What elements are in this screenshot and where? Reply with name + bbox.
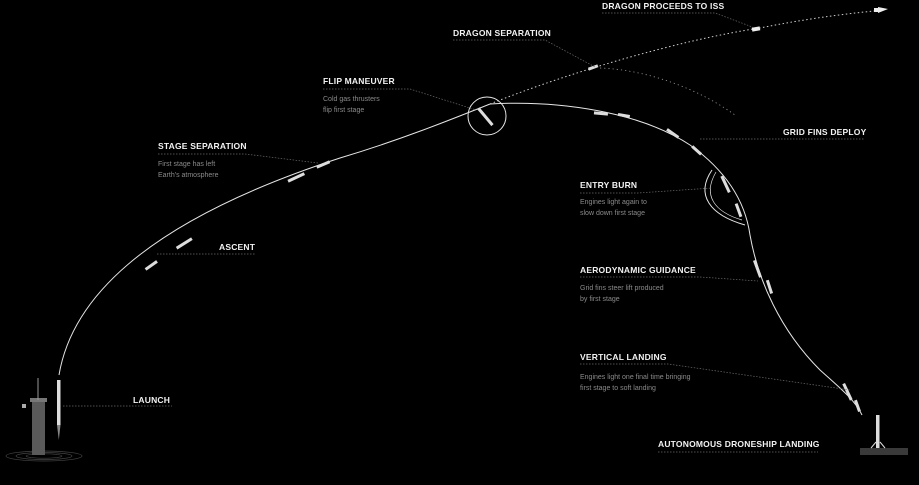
label-flip-maneuver: FLIP MANEUVER — [323, 76, 395, 86]
label-dragon-proceeds-to-iss: DRAGON PROCEEDS TO ISS — [602, 1, 725, 11]
desc-flip-maneuver: Cold gas thrusters flip first stage — [323, 96, 380, 114]
flip-maneuver-circle — [467, 96, 507, 136]
ascent-trajectory — [58, 103, 491, 376]
desc-aerodynamic-guidance: Grid fins steer lift produced by first s… — [580, 285, 664, 303]
entry-burn-loop — [704, 169, 746, 226]
rocket-on-pad — [57, 380, 61, 440]
droneship — [860, 415, 908, 455]
dragon-capsule-icons — [751, 7, 888, 32]
label-grid-fins-deploy: GRID FINS DEPLOY — [783, 127, 867, 137]
label-entry-burn: ENTRY BURN — [580, 180, 638, 190]
leader-lines — [63, 12, 864, 453]
booster-return-trajectory — [489, 102, 863, 416]
desc-vertical-landing: Engines light one final time bringing fi… — [580, 374, 691, 392]
launch-tower — [22, 378, 47, 455]
label-launch: LAUNCH — [133, 395, 171, 405]
label-dragon-separation: DRAGON SEPARATION — [453, 28, 552, 38]
desc-entry-burn: Engines light again to slow down first s… — [580, 199, 647, 217]
label-autonomous-droneship-landing: AUTONOMOUS DRONESHIP LANDING — [658, 439, 820, 449]
rocket-icons — [144, 64, 861, 412]
label-stage-separation: STAGE SEPARATION — [158, 141, 247, 151]
dragon-trajectory — [489, 9, 886, 105]
label-aerodynamic-guidance: AERODYNAMIC GUIDANCE — [580, 265, 696, 275]
label-ascent: ASCENT — [219, 242, 256, 252]
second-stage-trajectory — [599, 67, 736, 116]
desc-stage-separation: First stage has left Earth's atmosphere — [158, 161, 219, 179]
label-vertical-landing: VERTICAL LANDING — [580, 352, 667, 362]
